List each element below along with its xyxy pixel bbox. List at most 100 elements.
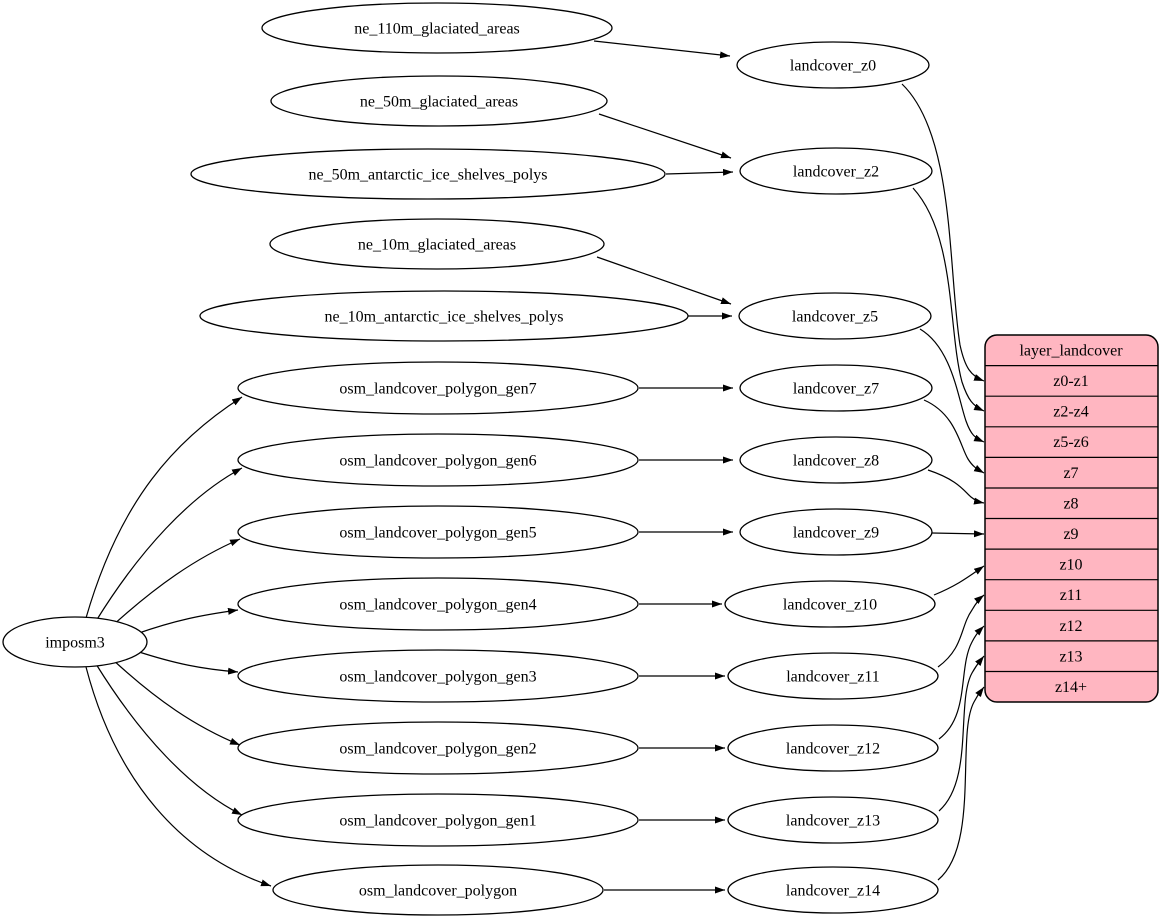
record-title: layer_landcover xyxy=(1019,343,1123,360)
node-ne-50m-glaciated-areas: ne_50m_glaciated_areas xyxy=(270,75,608,127)
edge-imposm3-to-osm-landcover-polygon xyxy=(85,666,272,887)
node-label: osm_landcover_polygon_gen2 xyxy=(339,741,536,758)
record-row-z7: z7 xyxy=(1063,465,1078,482)
node-label: imposm3 xyxy=(45,635,105,652)
node-landcover-z5: landcover_z5 xyxy=(738,292,932,340)
node-ellipse xyxy=(237,361,639,415)
node-landcover-z13: landcover_z13 xyxy=(727,796,939,844)
node-ellipse xyxy=(237,577,639,631)
node-label: landcover_z14 xyxy=(786,883,880,900)
node-landcover-z8: landcover_z8 xyxy=(739,436,933,484)
node-osm-landcover-polygon: osm_landcover_polygon xyxy=(272,864,604,916)
node-imposm3: imposm3 xyxy=(2,616,148,668)
node-label: osm_landcover_polygon_gen4 xyxy=(339,597,536,614)
edge-landcover-z11-to-row-z11 xyxy=(937,594,985,668)
node-ellipse xyxy=(739,147,933,195)
record-layer-landcover: layer_landcover z0-z1 z2-z4 z5-z6 z7 z8 … xyxy=(984,334,1159,703)
record-row-z10: z10 xyxy=(1059,557,1082,574)
node-ellipse xyxy=(237,793,639,847)
edge-landcover-z7-to-row-z7 xyxy=(923,399,985,474)
node-label: landcover_z0 xyxy=(790,58,876,75)
edge-imposm3-to-osm-landcover-polygon-gen5 xyxy=(110,538,241,628)
node-landcover-z14: landcover_z14 xyxy=(727,866,939,914)
node-label: ne_50m_glaciated_areas xyxy=(360,94,518,111)
record-row-z9: z9 xyxy=(1063,526,1078,543)
node-ellipse xyxy=(738,292,932,340)
edge-landcover-z13-to-row-z13 xyxy=(938,655,985,812)
node-osm-landcover-polygon-gen4: osm_landcover_polygon_gen4 xyxy=(237,577,639,631)
node-ellipse xyxy=(739,508,933,556)
edge-imposm3-to-osm-landcover-polygon-gen3 xyxy=(135,650,239,675)
edge-group xyxy=(85,40,985,894)
node-label: landcover_z12 xyxy=(786,741,880,758)
node-ellipse xyxy=(736,41,930,89)
node-ellipse xyxy=(272,864,604,916)
node-label: ne_110m_glaciated_areas xyxy=(354,21,520,38)
node-landcover-z2: landcover_z2 xyxy=(739,147,933,195)
node-ellipse xyxy=(739,364,933,412)
node-label: landcover_z2 xyxy=(793,164,879,181)
node-landcover-z11: landcover_z11 xyxy=(727,652,939,700)
record-row-z14plus: z14+ xyxy=(1055,679,1087,696)
node-ne-10m-antarctic-ice-shelves-polys: ne_10m_antarctic_ice_shelves_polys xyxy=(199,290,689,342)
record-row-z11: z11 xyxy=(1060,587,1083,604)
edge-landcover-z8-to-row-z8 xyxy=(927,469,985,505)
node-osm-landcover-polygon-gen6: osm_landcover_polygon_gen6 xyxy=(237,433,639,487)
record-row-z8: z8 xyxy=(1063,496,1078,513)
node-landcover-z10: landcover_z10 xyxy=(724,580,936,628)
node-ellipse xyxy=(237,721,639,775)
record-row-z2-z4: z2-z4 xyxy=(1053,404,1089,421)
node-landcover-z12: landcover_z12 xyxy=(727,724,939,772)
node-osm-landcover-polygon-gen7: osm_landcover_polygon_gen7 xyxy=(237,361,639,415)
node-osm-landcover-polygon-gen3: osm_landcover_polygon_gen3 xyxy=(237,649,639,703)
node-ellipse xyxy=(199,290,689,342)
node-ellipse xyxy=(739,436,933,484)
node-ellipse xyxy=(190,148,666,200)
edge-landcover-z12-to-row-z12 xyxy=(938,625,985,740)
node-label: landcover_z11 xyxy=(786,669,880,686)
record-row-z5-z6: z5-z6 xyxy=(1053,434,1089,451)
edge-landcover-z0-to-row-z0-z1 xyxy=(901,83,985,382)
node-ellipse xyxy=(727,724,939,772)
node-osm-landcover-polygon-gen5: osm_landcover_polygon_gen5 xyxy=(237,505,639,559)
node-label: landcover_z8 xyxy=(793,453,879,470)
edge-landcover-z10-to-row-z10 xyxy=(933,565,985,596)
node-label: landcover_z7 xyxy=(793,381,879,398)
edge-ne-110m-glaciated-areas-to-landcover-z0 xyxy=(593,40,731,59)
node-ne-50m-antarctic-ice-shelves-polys: ne_50m_antarctic_ice_shelves_polys xyxy=(190,148,666,200)
node-label: osm_landcover_polygon xyxy=(359,883,517,900)
node-landcover-z7: landcover_z7 xyxy=(739,364,933,412)
node-osm-landcover-polygon-gen1: osm_landcover_polygon_gen1 xyxy=(237,793,639,847)
node-ne-110m-glaciated-areas: ne_110m_glaciated_areas xyxy=(261,2,613,54)
edge-imposm3-to-osm-landcover-polygon-gen2 xyxy=(110,657,241,746)
node-label: osm_landcover_polygon_gen5 xyxy=(339,525,536,542)
edge-landcover-z14-to-row-z14plus xyxy=(937,686,985,881)
node-label: ne_50m_antarctic_ice_shelves_polys xyxy=(308,167,547,184)
node-label: landcover_z10 xyxy=(783,597,877,614)
edge-imposm3-to-osm-landcover-polygon-gen7 xyxy=(85,396,243,619)
node-ne-10m-glaciated-areas: ne_10m_glaciated_areas xyxy=(269,218,605,270)
node-ellipse xyxy=(270,75,608,127)
node-ellipse xyxy=(269,218,605,270)
node-ellipse xyxy=(261,2,613,54)
node-ellipse xyxy=(727,796,939,844)
node-landcover-z9: landcover_z9 xyxy=(739,508,933,556)
node-label: landcover_z9 xyxy=(793,525,879,542)
node-ellipse xyxy=(237,505,639,559)
node-label: osm_landcover_polygon_gen7 xyxy=(339,381,536,398)
node-label: landcover_z5 xyxy=(792,309,878,326)
edge-ne-10m-glaciated-areas-to-landcover-z5 xyxy=(596,256,732,305)
node-label: osm_landcover_polygon_gen3 xyxy=(339,669,536,686)
node-ellipse xyxy=(237,433,639,487)
edge-landcover-z2-to-row-z2-z4 xyxy=(912,187,985,412)
node-label: osm_landcover_polygon_gen6 xyxy=(339,453,536,470)
node-label: landcover_z13 xyxy=(786,813,880,830)
node-ellipse xyxy=(727,866,939,914)
edge-landcover-z5-to-row-z5-z6 xyxy=(919,328,985,443)
node-label: ne_10m_antarctic_ice_shelves_polys xyxy=(324,309,563,326)
edge-ne-50m-glaciated-areas-to-landcover-z2 xyxy=(598,113,732,159)
edge-ne-50m-antarctic-ice-shelves-polys-to-landcover-z2 xyxy=(665,168,734,176)
record-row-z0-z1: z0-z1 xyxy=(1053,373,1089,390)
